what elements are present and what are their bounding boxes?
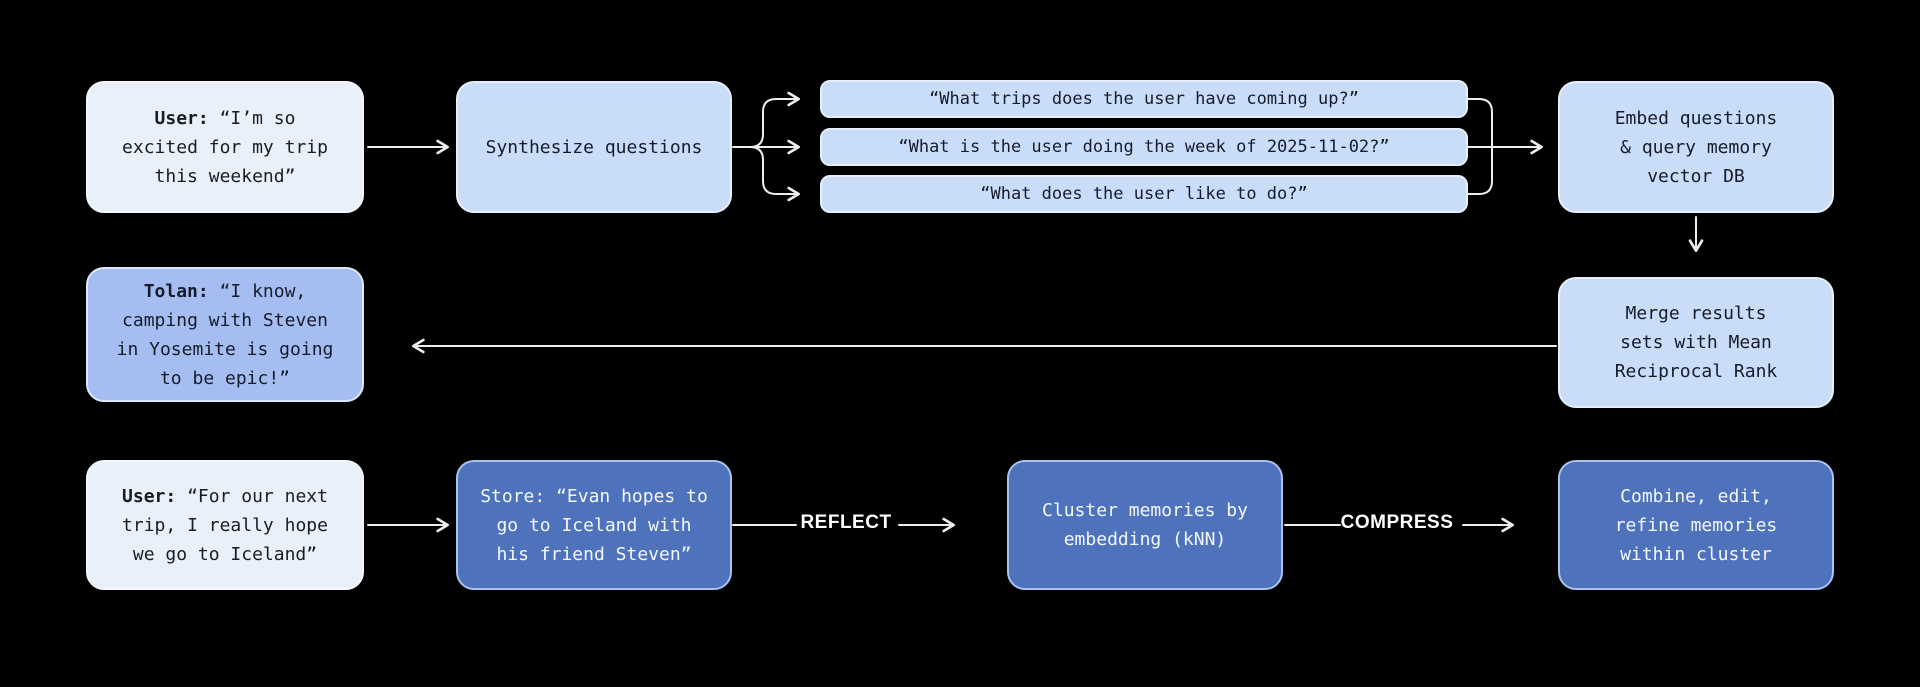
node-cluster-memories-knn-text: Cluster memories by embedding (kNN) [1042, 500, 1248, 550]
node-combine-refine-cluster-text: Combine, edit, refine memories within cl… [1614, 485, 1778, 565]
node-user-message-1-text: User: “I’m so excited for my trip this w… [122, 107, 328, 187]
node-combine-refine-cluster: Combine, edit, refine memories within cl… [1558, 460, 1834, 590]
node-user-message-2-text: User: “For our next trip, I really hope … [122, 485, 328, 565]
node-embed-query-vector-db: Embed questions & query memory vector DB [1558, 81, 1834, 213]
node-merge-results-mrr-text: Merge results sets with Mean Reciprocal … [1614, 303, 1778, 382]
node-tolan-reply-text: Tolan: “I know, camping with Steven in Y… [116, 280, 334, 389]
label-compress: COMPRESS [1340, 512, 1454, 533]
arrow-fanout-top [749, 91, 800, 148]
node-tolan-reply: Tolan: “I know, camping with Steven in Y… [86, 267, 364, 402]
node-cluster-memories-knn: Cluster memories by embedding (kNN) [1007, 460, 1283, 590]
wire-merge-top [1467, 98, 1493, 148]
node-question-1: “What trips does the user have coming up… [820, 80, 1468, 118]
node-synthesize-questions: Synthesize questions [456, 81, 732, 213]
node-store-memory-text: Store: “Evan hopes to go to Iceland with… [480, 485, 708, 565]
label-reflect: REFLECT [800, 512, 892, 533]
node-question-2: “What is the user doing the week of 2025… [820, 128, 1468, 166]
arrow-fanout-bottom [749, 146, 800, 202]
node-embed-query-vector-db-text: Embed questions & query memory vector DB [1614, 107, 1778, 187]
node-question-1-text: “What trips does the user have coming up… [929, 89, 1359, 109]
node-user-message-1: User: “I’m so excited for my trip this w… [86, 81, 364, 213]
node-user-message-2: User: “For our next trip, I really hope … [86, 460, 364, 590]
node-question-3-text: “What does the user like to do?” [980, 184, 1308, 204]
node-merge-results-mrr: Merge results sets with Mean Reciprocal … [1558, 277, 1834, 408]
node-synthesize-questions-text: Synthesize questions [485, 136, 703, 158]
node-question-3: “What does the user like to do?” [820, 175, 1468, 213]
wire-merge-bottom [1467, 146, 1493, 195]
node-store-memory: Store: “Evan hopes to go to Iceland with… [456, 460, 732, 590]
node-question-2-text: “What is the user doing the week of 2025… [898, 137, 1390, 157]
